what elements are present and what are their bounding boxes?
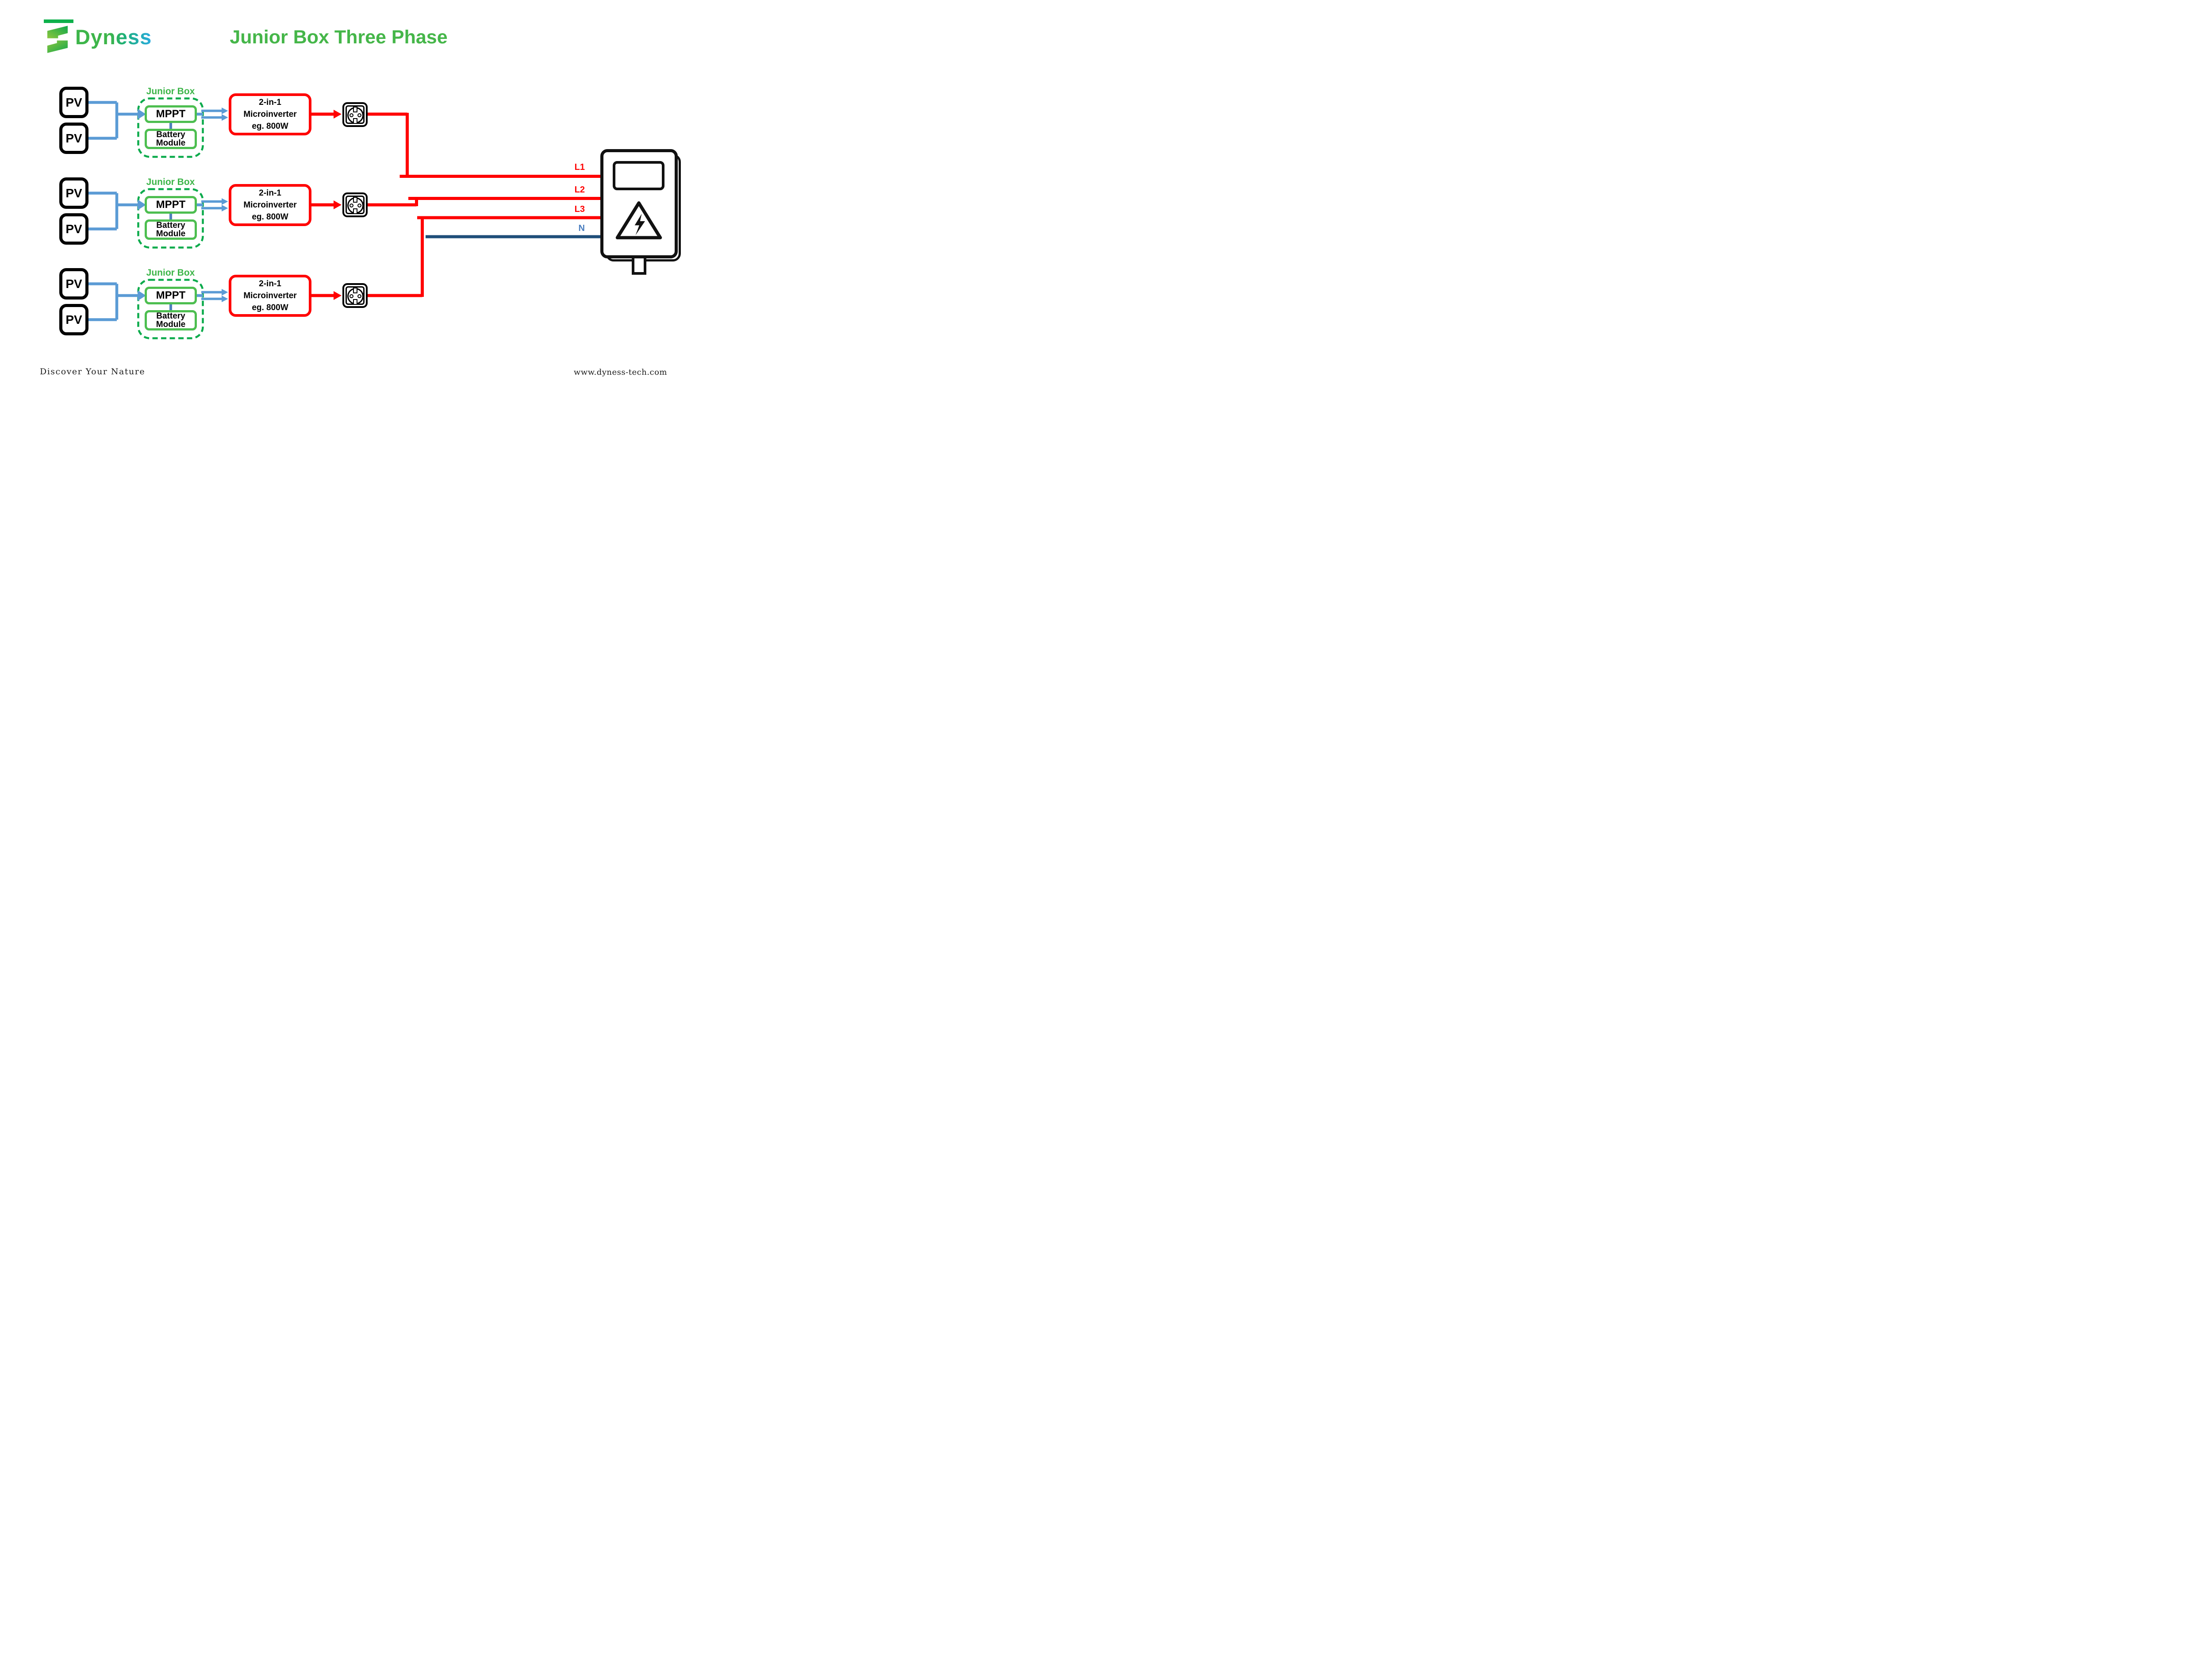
inverter-line2: Microinverter [243,200,297,210]
socket-earth-clip [353,106,358,112]
neutral-label-n: N [578,223,585,233]
socket-pin-hole [349,204,354,208]
pv-panel: PV [59,268,88,300]
socket-recess [347,196,364,214]
pv-panel: PV [59,213,88,245]
logo-accent-bar [44,19,73,23]
power-socket-icon [342,283,368,308]
battery-line1: Battery [156,221,185,230]
mppt-module: MPPT [145,105,197,123]
battery-module: Battery Module [145,219,197,240]
mppt-module: MPPT [145,287,197,304]
inverter-line3: eg. 800W [252,303,288,312]
socket-earth-clip [353,196,358,203]
lightning-bolt-icon [634,214,645,235]
inverter-line3: eg. 800W [252,122,288,131]
inverter-line1: 2-in-1 [259,98,281,107]
mppt-module: MPPT [145,196,197,214]
pv-panel: PV [59,304,88,335]
inverter-line3: eg. 800W [252,212,288,222]
socket-earth-clip [353,287,358,293]
socket-recess [347,106,364,124]
brand-logo-text: Dyness [75,25,152,49]
battery-line2: Module [156,320,186,329]
string-row-1: PV PV Junior Box MPPT Battery Module 2-i… [0,86,693,166]
high-voltage-warning-icon [615,201,662,239]
socket-earth-clip [353,118,358,124]
inverter-line2: Microinverter [243,110,297,119]
socket-recess [347,287,364,305]
distribution-box-icon [600,149,678,258]
page-title: Junior Box Three Phase [230,27,448,48]
string-row-3: PV PV Junior Box MPPT Battery Module 2-i… [0,268,693,348]
diagram-canvas: Dyness Junior Box Three Phase PV PV Juni… [0,0,693,389]
socket-plate [346,196,365,214]
battery-line2: Module [156,138,186,148]
junior-box-label: Junior Box [146,268,195,278]
battery-module: Battery Module [145,310,197,330]
string-row-2: PV PV Junior Box MPPT Battery Module 2-i… [0,177,693,257]
socket-pin-hole [357,294,362,299]
pv-panel: PV [59,87,88,118]
junior-box-label: Junior Box [146,177,195,187]
battery-line1: Battery [156,311,185,321]
inverter-line1: 2-in-1 [259,279,281,288]
pv-panel: PV [59,177,88,209]
battery-line2: Module [156,229,186,238]
meter-display-window [613,161,664,190]
battery-line1: Battery [156,130,185,139]
phase-label-l3: L3 [574,204,585,214]
socket-plate [346,286,365,305]
phase-label-l1: L1 [574,162,585,172]
inverter-line1: 2-in-1 [259,188,281,198]
power-socket-icon [342,192,368,217]
microinverter: 2-in-1 Microinverter eg. 800W [229,93,311,135]
microinverter: 2-in-1 Microinverter eg. 800W [229,275,311,317]
battery-module: Battery Module [145,129,197,149]
phase-label-l2: L2 [574,185,585,195]
dyness-s-icon [47,26,68,53]
power-socket-icon [342,102,368,127]
footer-website: www.dyness-tech.com [573,368,667,377]
socket-earth-clip [353,208,358,214]
socket-pin-hole [349,294,354,299]
socket-earth-clip [353,299,358,305]
junior-box-label: Junior Box [146,86,195,96]
socket-pin-hole [349,113,354,118]
socket-pin-hole [357,204,362,208]
pv-panel: PV [59,123,88,154]
inverter-line2: Microinverter [243,291,297,300]
footer-slogan: Discover Your Nature [40,367,146,377]
microinverter: 2-in-1 Microinverter eg. 800W [229,184,311,226]
socket-pin-hole [357,113,362,118]
socket-plate [346,105,365,124]
distribution-box-tab [632,256,646,275]
